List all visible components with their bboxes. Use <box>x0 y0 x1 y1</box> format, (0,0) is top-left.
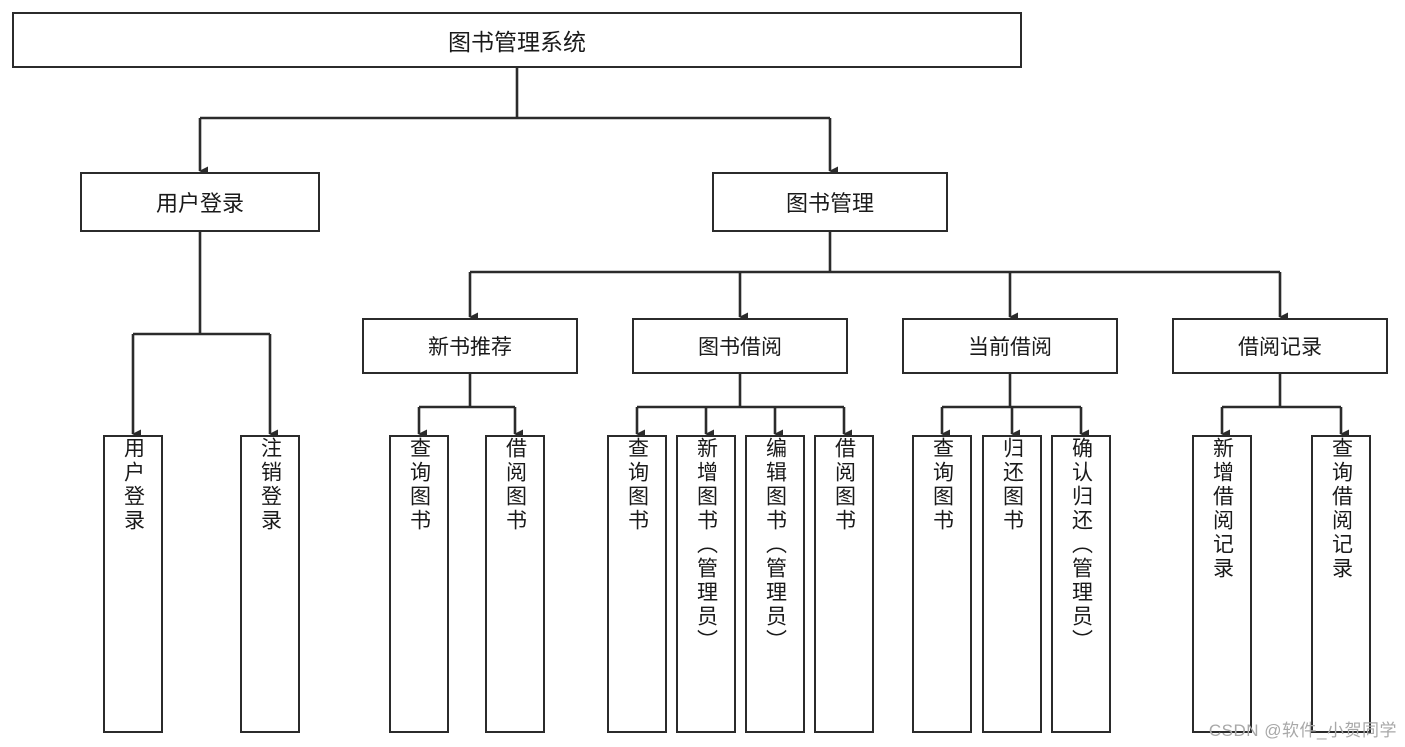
node-book-management[interactable]: 图书管理 <box>712 172 948 232</box>
leaf-return-book-label: 归还图书 <box>1000 437 1024 533</box>
node-borrow-record[interactable]: 借阅记录 <box>1172 318 1388 374</box>
leaf-query-book-rec-label: 查询图书 <box>407 437 431 533</box>
leaf-add-borrow-record-label: 新增借阅记录 <box>1210 437 1234 581</box>
node-current-borrow-label: 当前借阅 <box>968 336 1052 359</box>
leaf-borrow-book-rec-label: 借阅图书 <box>503 437 527 533</box>
leaf-query-book-current[interactable]: 查询图书 <box>912 435 972 733</box>
node-book-management-label: 图书管理 <box>785 191 874 216</box>
node-book-borrow-label: 图书借阅 <box>698 336 782 359</box>
leaf-borrow-book[interactable]: 借阅图书 <box>814 435 874 733</box>
leaf-query-borrow-record[interactable]: 查询借阅记录 <box>1311 435 1371 733</box>
node-current-borrow[interactable]: 当前借阅 <box>902 318 1118 374</box>
leaf-logout[interactable]: 注销登录 <box>240 435 300 733</box>
leaf-query-book-borrow[interactable]: 查询图书 <box>607 435 667 733</box>
leaf-logout-label: 注销登录 <box>258 437 282 533</box>
leaf-add-book-admin-label: 新增图书（管理员） <box>694 437 718 653</box>
leaf-borrow-book-rec[interactable]: 借阅图书 <box>485 435 545 733</box>
node-new-book-recommend[interactable]: 新书推荐 <box>362 318 578 374</box>
leaf-edit-book-admin-label: 编辑图书（管理员） <box>763 437 787 653</box>
leaf-add-book-admin[interactable]: 新增图书（管理员） <box>676 435 736 733</box>
node-root-label: 图书管理系统 <box>448 29 586 55</box>
leaf-borrow-book-label: 借阅图书 <box>832 437 856 533</box>
node-root[interactable]: 图书管理系统 <box>12 12 1022 68</box>
leaf-query-book-rec[interactable]: 查询图书 <box>389 435 449 733</box>
leaf-user-login[interactable]: 用户登录 <box>103 435 163 733</box>
leaf-confirm-return-admin[interactable]: 确认归还（管理员） <box>1051 435 1111 733</box>
node-book-borrow[interactable]: 图书借阅 <box>632 318 848 374</box>
leaf-query-book-current-label: 查询图书 <box>930 437 954 533</box>
leaf-query-book-borrow-label: 查询图书 <box>625 437 649 533</box>
connector-lines <box>131 68 1349 439</box>
node-user-login[interactable]: 用户登录 <box>80 172 320 232</box>
node-borrow-record-label: 借阅记录 <box>1238 336 1322 359</box>
leaf-add-borrow-record[interactable]: 新增借阅记录 <box>1192 435 1252 733</box>
leaf-confirm-return-admin-label: 确认归还（管理员） <box>1069 437 1093 653</box>
node-new-book-recommend-label: 新书推荐 <box>428 336 512 359</box>
leaf-user-login-label: 用户登录 <box>121 437 145 533</box>
leaf-return-book[interactable]: 归还图书 <box>982 435 1042 733</box>
leaf-query-borrow-record-label: 查询借阅记录 <box>1329 437 1353 581</box>
node-user-login-label: 用户登录 <box>155 191 244 216</box>
leaf-edit-book-admin[interactable]: 编辑图书（管理员） <box>745 435 805 733</box>
